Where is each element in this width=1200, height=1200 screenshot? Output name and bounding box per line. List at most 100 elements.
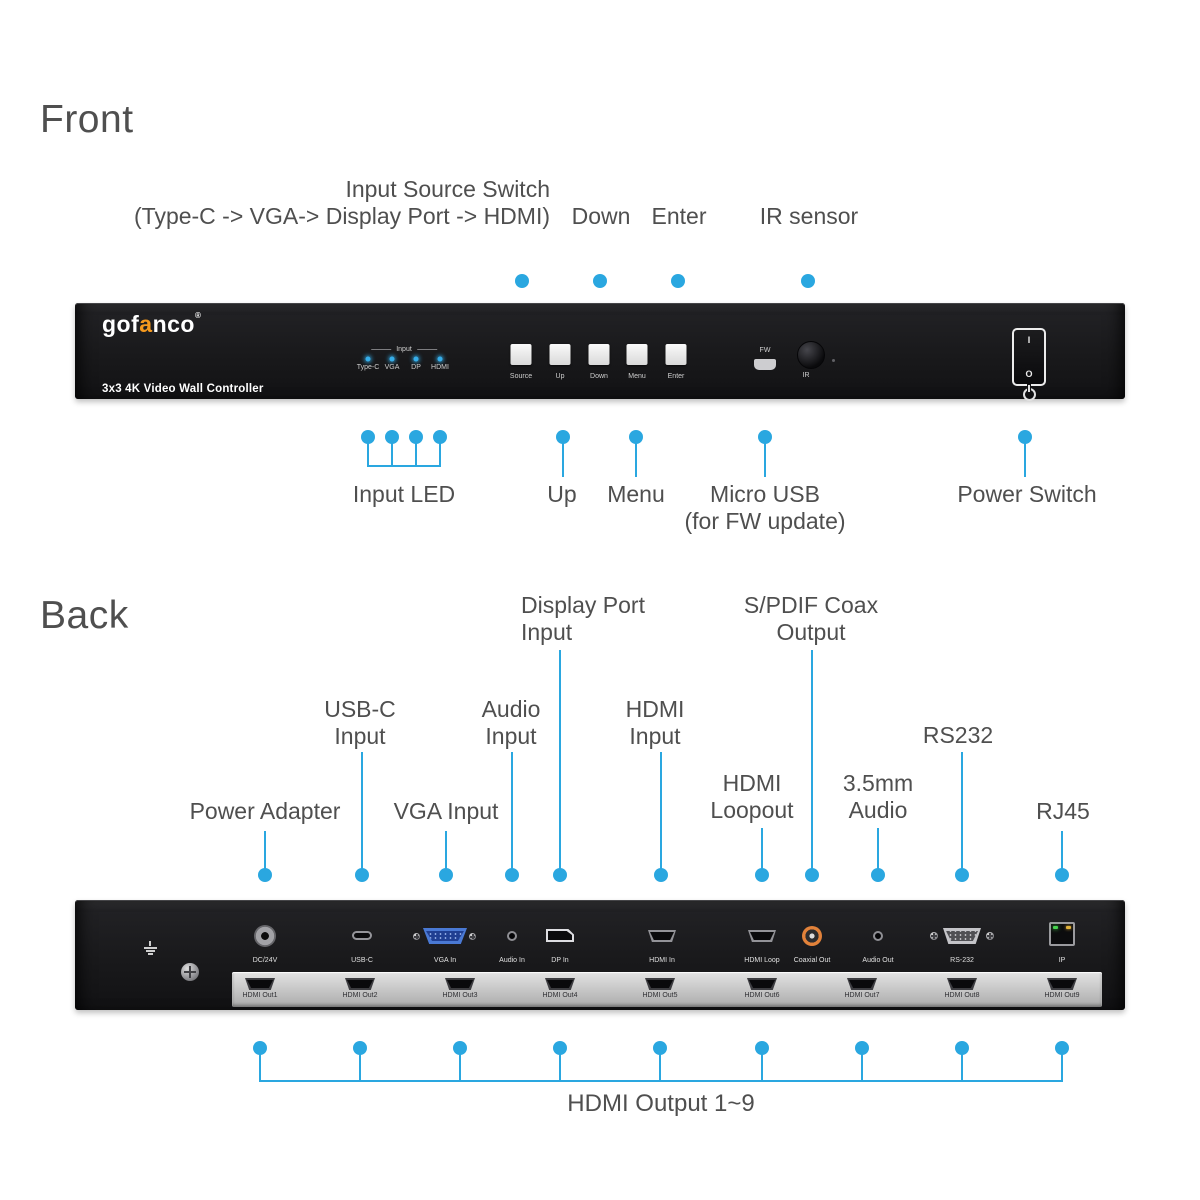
dp-led	[413, 356, 419, 362]
power-symbol-icon	[1023, 385, 1036, 401]
logo-text: nco	[152, 311, 195, 337]
hdmi-out-label: HDMI Out3	[442, 992, 478, 999]
callout-label-usbc-input: USB-C Input	[324, 696, 396, 750]
callout-line	[562, 443, 564, 477]
ir-label: IR	[802, 372, 810, 379]
port-label: RS-232	[950, 957, 974, 964]
callout-label-vga-input: VGA Input	[393, 798, 499, 824]
ground-icon-part	[147, 953, 153, 955]
led-label: Type-C	[356, 364, 380, 371]
port-label: Coaxial Out	[793, 957, 831, 964]
front-section-heading: Front	[40, 98, 134, 141]
callout-dot-input-led	[361, 430, 375, 444]
dc-power-jack	[254, 925, 276, 947]
callout-dot-down	[593, 274, 607, 288]
callout-label-35mm-audio: 3.5mm Audio	[843, 770, 913, 824]
type-c-led	[365, 356, 371, 362]
callout-line	[764, 443, 766, 477]
callout-label-menu: Menu	[607, 481, 665, 507]
callout-bracket-line	[259, 1080, 1063, 1082]
callout-label-rj45: RJ45	[1036, 798, 1090, 824]
hdmi-loop-port	[748, 930, 776, 942]
callout-dot-input-led	[409, 430, 423, 444]
callout-dot-spdif	[805, 868, 819, 882]
port-label: DC/24V	[252, 957, 278, 964]
callout-label-line: Output	[776, 619, 846, 645]
divider-line	[416, 349, 437, 350]
menu-button-label: Menu	[628, 373, 646, 380]
callout-line	[660, 752, 662, 869]
callout-label-line: Input	[629, 723, 681, 749]
spdif-coax-jack	[802, 926, 822, 946]
switch-on-mark: I	[1027, 335, 1031, 345]
switch-off-mark: O	[1025, 369, 1033, 379]
callout-label-line: (Type-C -> VGA-> Display Port -> HDMI)	[134, 203, 550, 229]
callout-dot-input-led	[385, 430, 399, 444]
callout-line	[259, 1054, 261, 1082]
led-label: HDMI	[431, 364, 449, 371]
callout-dot-input-led	[433, 430, 447, 444]
callout-dot-enter	[671, 274, 685, 288]
callout-label-power-adapter: Power Adapter	[189, 798, 341, 824]
callout-label-line: Audio	[848, 797, 908, 823]
port-inner	[547, 980, 573, 988]
audio-out-jack	[873, 931, 883, 941]
rj45-amber-led	[1066, 926, 1071, 929]
callout-label-audio-input: Audio Input	[482, 696, 541, 750]
port-inner	[949, 980, 975, 988]
callout-dot-audio-out	[871, 868, 885, 882]
ground-screw	[181, 963, 199, 981]
callout-label-line: Audio	[481, 696, 541, 722]
hdmi-out-label: HDMI Out1	[242, 992, 278, 999]
callout-dot-power-switch	[1018, 430, 1032, 444]
port-inner	[347, 980, 373, 988]
port-label: Audio In	[499, 957, 525, 964]
down-button	[588, 344, 610, 365]
ir-sensor-window	[797, 341, 825, 369]
vga-led	[389, 356, 395, 362]
callout-dot-hdmi-out	[1055, 1041, 1069, 1055]
down-button-label: Down	[590, 373, 608, 380]
callout-dot-hdmi-out	[353, 1041, 367, 1055]
callout-dot-hdmi-out	[955, 1041, 969, 1055]
callout-label-hdmi-output: HDMI Output 1~9	[567, 1090, 755, 1117]
callout-line	[459, 1054, 461, 1082]
fw-port-label: FW	[759, 347, 771, 354]
callout-dot-usbc	[355, 868, 369, 882]
callout-dot-up	[556, 430, 570, 444]
port-inner	[647, 980, 673, 988]
hdmi-out-port-8	[947, 978, 977, 990]
up-button	[549, 344, 571, 365]
callout-line	[359, 1054, 361, 1082]
callout-bracket-line	[367, 465, 441, 467]
callout-dot-input-source-switch	[515, 274, 529, 288]
callout-label-line: (for FW update)	[684, 508, 846, 534]
port-inner	[749, 980, 775, 988]
hdmi-in-port	[648, 930, 676, 942]
model-name-text: 3x3 4K Video Wall Controller	[102, 383, 264, 395]
callout-label-hdmi-loopout: HDMI Loopout	[710, 770, 793, 824]
callout-line	[361, 752, 363, 869]
callout-label-line: HDMI	[625, 696, 685, 722]
callout-label-display-port-input: Display Port Input	[521, 592, 645, 646]
divider-line	[371, 349, 392, 350]
callout-line	[659, 1054, 661, 1082]
source-button-label: Source	[509, 373, 533, 380]
micro-usb-port	[754, 359, 776, 370]
callout-dot-power-adapter	[258, 868, 272, 882]
led-label: VGA	[384, 364, 400, 371]
callout-label-line: Display Port	[521, 592, 645, 618]
rs232-screw-post	[986, 932, 994, 940]
port-inner	[426, 931, 464, 941]
callout-label-line: USB-C	[324, 696, 396, 722]
port-label: HDMI Loop	[744, 957, 780, 964]
source-button	[510, 344, 532, 365]
callout-dot-vga	[439, 868, 453, 882]
callout-line	[761, 1054, 763, 1082]
callout-dot-rj45	[1055, 868, 1069, 882]
input-group-label-text: Input	[396, 346, 412, 353]
displayport-port	[546, 929, 574, 942]
callout-line	[445, 831, 447, 869]
rj45-green-led	[1053, 926, 1058, 929]
